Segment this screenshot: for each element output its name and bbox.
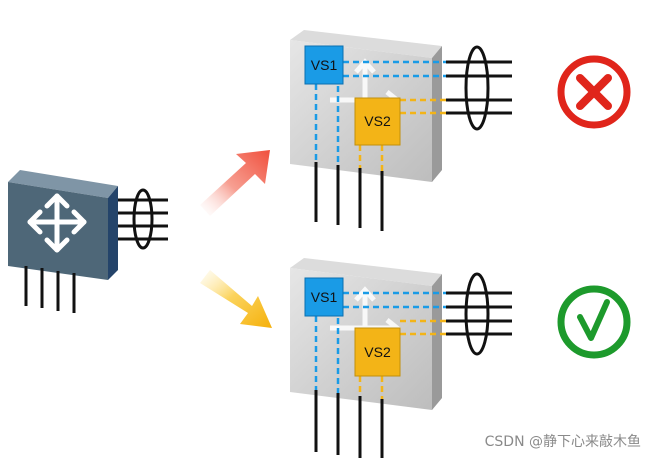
chassis-top-face [290,30,442,58]
arrow-to-bottom-device [200,270,272,328]
vs2-label: VS2 [364,344,391,360]
router-side-face [108,186,118,280]
check-icon [557,285,631,359]
bottom-downlinks [314,390,384,458]
router-top-face [8,170,118,198]
top-device: VS1 VS2 [290,30,631,231]
chassis-top-face [290,258,442,286]
bottom-lag-ring [464,272,490,356]
watermark: CSDN @静下心来敲木鱼 [484,434,641,450]
vs2-label: VS2 [364,113,391,129]
source-router [8,170,168,313]
top-lag-ring [464,45,490,131]
router-lag-ring [132,188,154,250]
top-vs1-links [314,60,448,165]
bottom-vs2-links [358,319,448,399]
arrow-to-top-device [200,150,270,216]
bottom-uplinks [446,291,512,336]
vs2-box [354,97,401,146]
vs1-box [304,45,344,85]
top-vs2-links [358,98,448,171]
bottom-vs1-links [314,291,448,393]
router-uplinks [118,198,168,241]
vs1-label: VS1 [311,57,338,73]
chassis-side-face [432,274,442,410]
vs2-box [354,327,401,377]
router-downlinks [24,266,76,313]
top-uplinks [446,60,512,115]
top-downlinks [314,162,384,231]
router-arrows-icon [27,193,87,253]
bottom-device: VS1 VS2 [290,258,631,458]
cross-icon [557,55,631,129]
vs1-label: VS1 [311,289,338,305]
chassis-side-face [432,46,442,182]
vs1-box [304,277,344,317]
